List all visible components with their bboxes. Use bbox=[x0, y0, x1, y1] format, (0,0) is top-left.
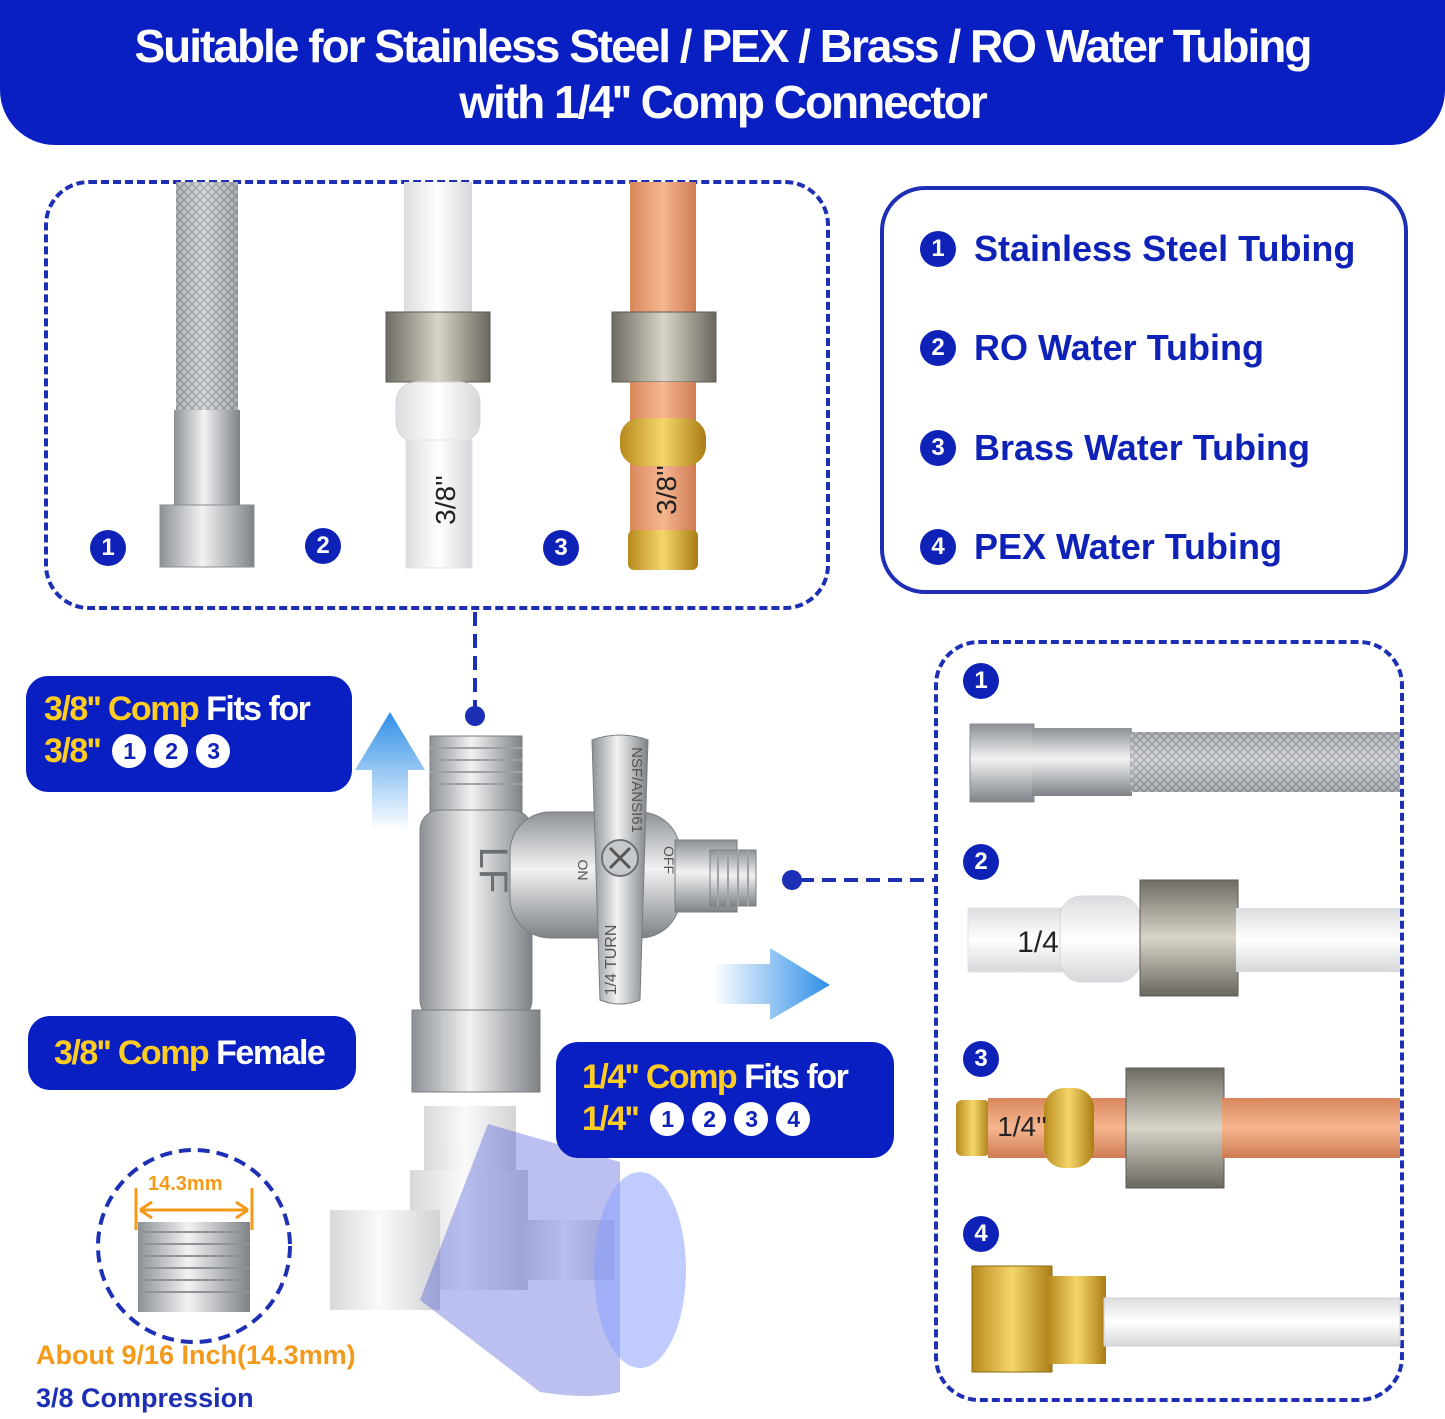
svg-text:LF: LF bbox=[471, 847, 515, 894]
legend-number-3: 3 bbox=[920, 430, 956, 466]
right-tube-4-number: 4 bbox=[963, 1216, 999, 1252]
legend-label-1: Stainless Steel Tubing bbox=[974, 228, 1356, 269]
valve-standard-text: NSF/ANSI61 bbox=[628, 747, 645, 833]
measure-type: 3/8 Compression bbox=[36, 1383, 254, 1413]
label-female-highlight: 3/8'' Comp bbox=[54, 1034, 210, 1072]
label-14-rest: Fits for bbox=[736, 1058, 849, 1096]
top-tube-2-number: 2 bbox=[305, 528, 341, 564]
measure-note: About 9/16 Inch(14.3mm) bbox=[36, 1340, 356, 1370]
arrow-right-icon bbox=[712, 948, 830, 1020]
legend-item-1: 1 Stainless Steel Tubing bbox=[920, 228, 1355, 270]
legend-label-3: Brass Water Tubing bbox=[974, 427, 1311, 468]
arrow-up-icon bbox=[355, 712, 425, 830]
top-tube-2-ro bbox=[385, 182, 491, 569]
top-tube-1-number: 1 bbox=[90, 530, 126, 566]
top-tube-3-number: 3 bbox=[543, 530, 579, 566]
label-14-num-4: 4 bbox=[775, 1102, 810, 1136]
valve-off-text: OFF bbox=[661, 846, 677, 874]
top-tube-3-copper bbox=[611, 182, 717, 570]
top-tube-1-braided bbox=[159, 182, 255, 568]
legend-item-2: 2 RO Water Tubing bbox=[920, 327, 1264, 369]
connector-dot-top bbox=[465, 706, 485, 726]
label-38-comp-fits: 3/8'' Comp Fits for 3/8'' 1 2 3 bbox=[26, 676, 352, 792]
legend-box bbox=[880, 186, 1408, 594]
right-tube-1-number: 1 bbox=[963, 663, 999, 699]
right-tube-3-number: 3 bbox=[963, 1041, 999, 1077]
banner-line-2: with 1/4'' Comp Connector bbox=[459, 76, 987, 128]
label-14-num-3: 3 bbox=[733, 1102, 768, 1136]
legend-label-4: PEX Water Tubing bbox=[974, 526, 1283, 567]
right-tube-3-size: 1/4'' bbox=[997, 1111, 1047, 1142]
label-38-rest: Fits for bbox=[198, 690, 311, 728]
label-38-comp-female: 3/8'' Comp Female bbox=[28, 1016, 356, 1090]
header-banner: Suitable for Stainless Steel / PEX / Bra… bbox=[0, 0, 1445, 145]
magnify-beam bbox=[420, 1124, 620, 1396]
top-tube-2-size: 3/8'' bbox=[430, 475, 461, 525]
measure-width-label: 14.3mm bbox=[148, 1173, 223, 1195]
ghost-handle bbox=[594, 1172, 686, 1368]
right-tube-2-size: 1/4 bbox=[1017, 926, 1059, 959]
legend-item-3: 3 Brass Water Tubing bbox=[920, 427, 1310, 469]
right-tubing-box bbox=[934, 640, 1404, 1402]
measure-arrow-icon bbox=[139, 1200, 249, 1220]
label-female-rest: Female bbox=[208, 1034, 326, 1072]
valve-turn-text: 1/4 TURN bbox=[603, 925, 620, 996]
label-14-size: 1/4'' bbox=[582, 1100, 639, 1138]
label-14-num-1: 1 bbox=[649, 1102, 684, 1136]
label-38-num-2: 2 bbox=[153, 734, 188, 768]
angle-stop-valve: LF bbox=[411, 734, 757, 1093]
right-tube-4-pex bbox=[971, 1265, 1401, 1373]
banner-line-1: Suitable for Stainless Steel / PEX / Bra… bbox=[134, 20, 1313, 72]
ghost-valve bbox=[330, 1106, 614, 1310]
right-tube-1-braided bbox=[969, 723, 1400, 803]
legend-number-2: 2 bbox=[920, 330, 956, 366]
label-38-highlight: 3/8'' Comp bbox=[44, 690, 200, 728]
legend-number-4: 4 bbox=[920, 529, 956, 565]
label-14-highlight: 1/4'' Comp bbox=[582, 1058, 738, 1096]
right-tube-2-ro bbox=[967, 879, 1400, 997]
right-tube-2-number: 2 bbox=[963, 844, 999, 880]
connector-dot-right bbox=[782, 870, 802, 890]
top-tube-3-size: 3/8'' bbox=[651, 465, 682, 515]
label-14-num-2: 2 bbox=[691, 1102, 726, 1136]
legend-label-2: RO Water Tubing bbox=[974, 327, 1264, 368]
legend-number-1: 1 bbox=[920, 231, 956, 267]
valve-on-text: ON bbox=[575, 860, 591, 881]
legend-item-4: 4 PEX Water Tubing bbox=[920, 526, 1282, 568]
label-38-num-3: 3 bbox=[195, 734, 230, 768]
label-38-size: 3/8'' bbox=[44, 732, 101, 770]
label-38-num-1: 1 bbox=[111, 734, 146, 768]
label-14-comp-fits: 1/4'' Comp Fits for 1/4'' 1 2 3 4 bbox=[556, 1042, 894, 1158]
right-tube-3-copper bbox=[956, 1067, 1400, 1189]
